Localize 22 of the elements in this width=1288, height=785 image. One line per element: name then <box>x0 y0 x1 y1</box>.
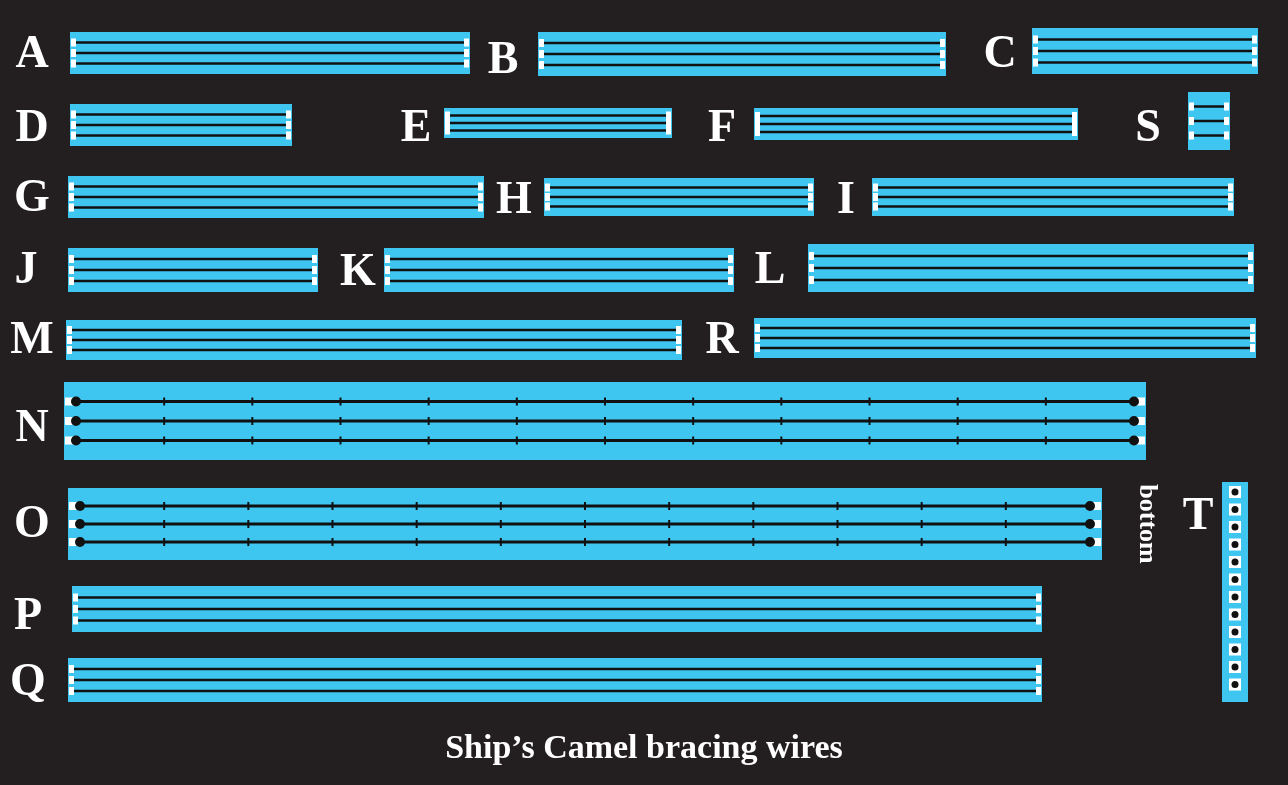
part-letter: E <box>400 103 432 149</box>
part-letter: R <box>705 315 739 361</box>
part-letter: J <box>14 245 38 291</box>
part-letter: C <box>983 29 1017 75</box>
part-letter: B <box>487 35 519 81</box>
part-letter: P <box>13 591 43 637</box>
part-letter: L <box>754 245 786 291</box>
part-letter: D <box>15 103 49 149</box>
part-letter: K <box>340 247 376 293</box>
part-letter: A <box>15 29 49 75</box>
part-letter: M <box>10 315 54 361</box>
part-letter: I <box>837 175 855 221</box>
side-label: bottom <box>1135 484 1161 564</box>
part-letter: S <box>1135 103 1161 149</box>
part-letter: O <box>14 499 50 545</box>
part-letter: H <box>496 175 532 221</box>
part-letter: G <box>14 173 50 219</box>
part-letter: N <box>15 403 49 449</box>
part-letter: F <box>707 103 737 149</box>
part-letter: T <box>1182 491 1214 537</box>
caption: Ship’s Camel bracing wires <box>444 728 844 766</box>
part-letter: Q <box>10 657 46 703</box>
